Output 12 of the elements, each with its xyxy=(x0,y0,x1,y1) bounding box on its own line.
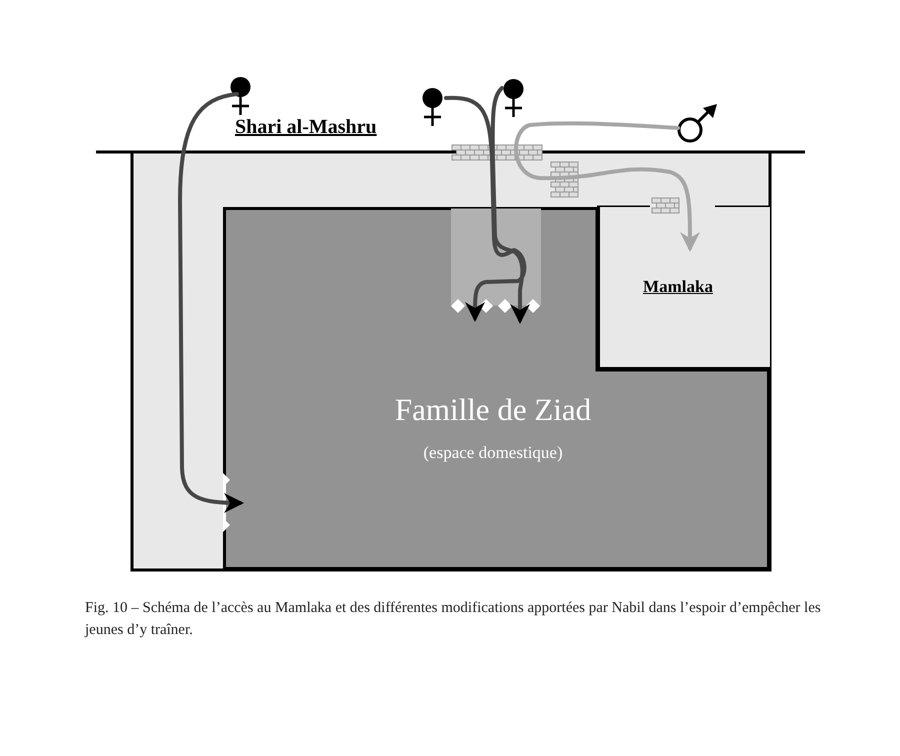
path-arrow xyxy=(514,121,700,252)
room-area xyxy=(223,207,770,570)
figure-caption: Fig. 10 – Schéma de l’accès au Mamlaka et des différentes modifications apportées par Nabil dans l’espoir d’empêcher les jeunes d’y traîner. xyxy=(85,599,822,640)
path-arrow xyxy=(444,96,526,322)
street-name: Shari al-Mashru xyxy=(235,116,377,139)
room-name: Mamlaka xyxy=(643,277,713,297)
room-area xyxy=(597,207,770,370)
room-subtitle: (espace domestique) xyxy=(423,443,563,463)
male-symbol-icon xyxy=(676,103,718,144)
path-arrow xyxy=(178,92,244,513)
room-name: Famille de Ziad xyxy=(394,392,592,428)
path-arrow xyxy=(490,86,530,324)
